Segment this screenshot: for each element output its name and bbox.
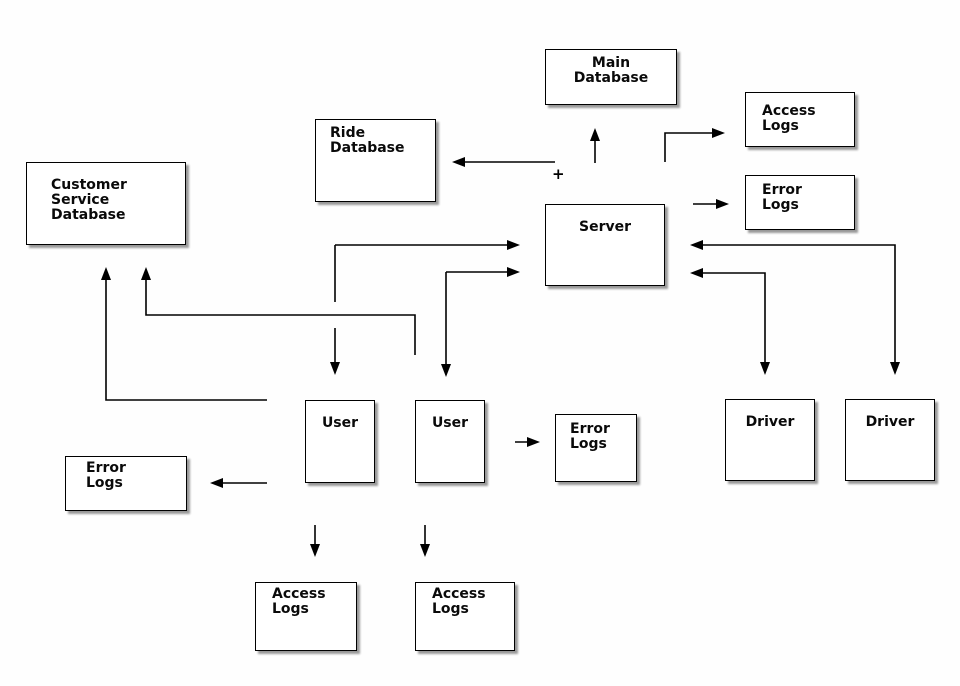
arrowhead-down-icon	[890, 362, 900, 375]
node-driver-2: Driver	[845, 399, 935, 481]
plus-sign-annotation: +	[552, 165, 565, 183]
edge-driver-2-server	[690, 240, 900, 375]
node-label: Error Logs	[86, 460, 126, 491]
arrowhead-right-icon	[507, 240, 520, 250]
node-label: Customer Service Database	[51, 177, 127, 223]
arrowhead-down-icon	[441, 364, 451, 377]
edge-user-2-to-customer-service-database	[141, 267, 416, 355]
node-access-logs-bottom-1: Access Logs	[255, 582, 357, 651]
edge-driver-1-server	[690, 268, 770, 375]
arrowhead-right-icon	[507, 267, 520, 277]
node-error-logs-right: Error Logs	[745, 175, 855, 230]
node-customer-service-database: Customer Service Database	[26, 162, 186, 245]
node-main-database: Main Database	[545, 49, 677, 105]
edge-server-to-error-logs-right	[693, 199, 729, 209]
arrowhead-right-icon	[527, 437, 540, 447]
node-label: Access Logs	[762, 103, 816, 134]
node-label: Error Logs	[762, 182, 802, 213]
node-label: User	[321, 415, 359, 431]
arrowhead-right-icon	[716, 199, 729, 209]
arrowhead-down-icon	[330, 362, 340, 375]
node-label: Ride Database	[330, 125, 405, 156]
arrowhead-up-icon	[141, 267, 151, 280]
arrowhead-left-icon	[690, 268, 703, 278]
node-label: Driver	[865, 414, 915, 430]
edge-user-1-to-error-logs-left	[210, 478, 267, 488]
arrowhead-right-icon	[712, 128, 725, 138]
node-label: Driver	[745, 414, 795, 430]
arrowhead-down-icon	[310, 544, 320, 557]
node-user-2: User	[415, 400, 485, 483]
edge-user-1-server	[330, 240, 520, 375]
node-label: Error Logs	[570, 421, 610, 452]
node-user-1: User	[305, 400, 375, 483]
edge-server-to-access-logs-right	[664, 128, 725, 162]
arrowhead-up-icon	[590, 128, 600, 141]
node-ride-database: Ride Database	[315, 119, 436, 202]
node-label: Access Logs	[272, 586, 326, 617]
edge-user-1-to-access-logs-bottom-1	[310, 525, 320, 557]
edge-server-to-ride-database	[452, 157, 555, 167]
arrowhead-left-icon	[690, 240, 703, 250]
node-label: Main Database	[573, 55, 649, 86]
edge-user-1-to-customer-service-database	[101, 267, 267, 401]
arrowhead-down-icon	[420, 544, 430, 557]
edge-user-2-to-error-logs-center	[515, 437, 540, 447]
node-label: Server	[578, 219, 631, 235]
edge-user-2-server	[441, 267, 520, 377]
arrowhead-left-icon	[210, 478, 223, 488]
node-label: Access Logs	[432, 586, 486, 617]
arrowhead-up-icon	[101, 267, 111, 280]
node-access-logs-bottom-2: Access Logs	[415, 582, 515, 651]
arrowhead-down-icon	[760, 362, 770, 375]
edge-server-to-main-database	[590, 128, 600, 163]
node-error-logs-center: Error Logs	[555, 414, 637, 482]
node-access-logs-right: Access Logs	[745, 92, 855, 147]
node-server: Server	[545, 204, 665, 286]
node-label: User	[431, 415, 469, 431]
node-driver-1: Driver	[725, 399, 815, 481]
node-error-logs-left: Error Logs	[65, 456, 187, 511]
edge-user-2-to-access-logs-bottom-2	[420, 525, 430, 557]
arrowhead-left-icon	[452, 157, 465, 167]
